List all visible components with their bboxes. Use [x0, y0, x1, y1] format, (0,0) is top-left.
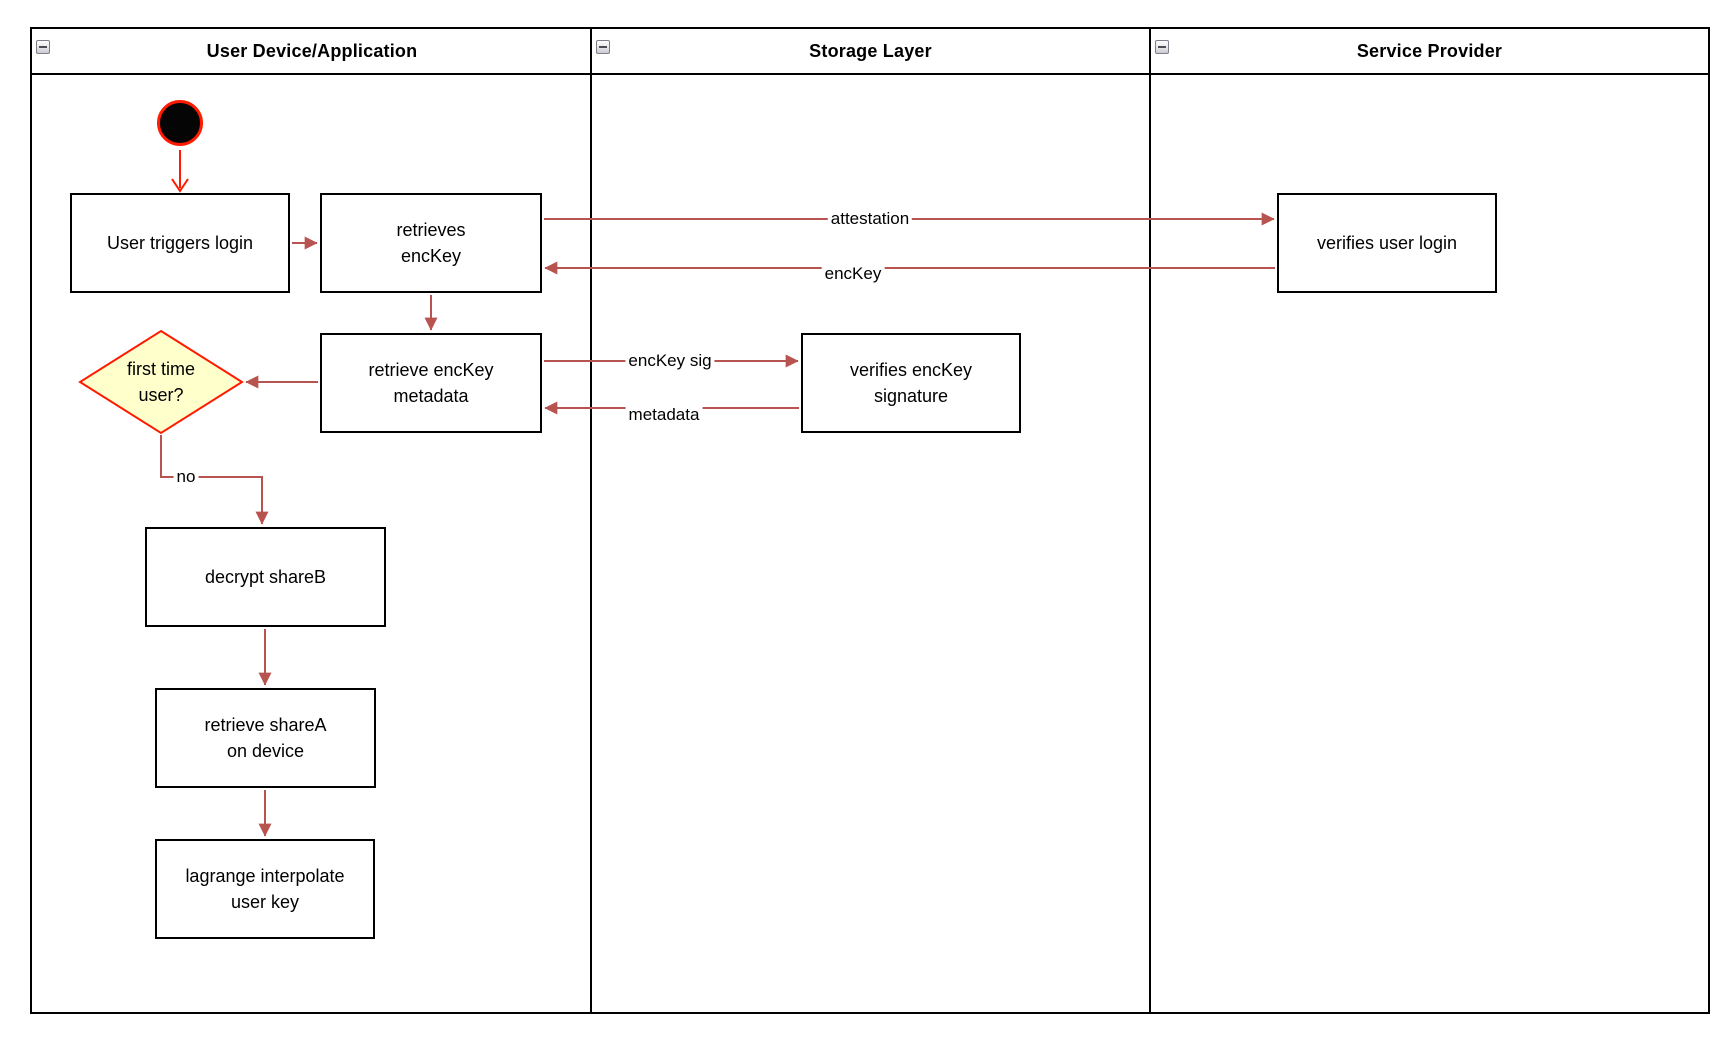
edge-label-no: no: [173, 466, 199, 488]
lane-header-user-device: User Device/Application: [32, 29, 592, 73]
node-verifies-user-login: verifies user login: [1277, 193, 1497, 293]
node-verifies-enckey-signature: verifies encKey signature: [801, 333, 1021, 433]
node-lagrange-interpolate-user-key: lagrange interpolate user key: [155, 839, 375, 939]
node-label: verifies user login: [1316, 233, 1458, 253]
lane-title: Storage Layer: [809, 40, 932, 61]
collapse-minus-icon[interactable]: [36, 40, 50, 54]
initial-node: [157, 100, 203, 146]
minus-glyph: [599, 46, 607, 48]
node-user-triggers-login: User triggers login: [70, 193, 290, 293]
edge-label-enckey: encKey: [821, 263, 885, 285]
lane-divider: [1149, 29, 1151, 1012]
node-label: retrieve shareA on device: [204, 715, 327, 761]
node-label: verifies encKey signature: [849, 360, 973, 406]
lane-title: User Device/Application: [206, 40, 418, 61]
node-label: decrypt shareB: [204, 567, 327, 587]
node-label: retrieves encKey: [396, 220, 466, 266]
minus-glyph: [39, 46, 47, 48]
minus-glyph: [1158, 46, 1166, 48]
collapse-minus-icon[interactable]: [1155, 40, 1169, 54]
lane-header-storage-layer: Storage Layer: [592, 29, 1149, 73]
node-label: lagrange interpolate user key: [185, 866, 345, 912]
node-retrieve-sharea-on-device: retrieve shareA on device: [155, 688, 376, 788]
lane-header-service-provider: Service Provider: [1151, 29, 1708, 73]
header-divider: [32, 73, 1708, 75]
collapse-minus-icon[interactable]: [596, 40, 610, 54]
node-decrypt-shareb: decrypt shareB: [145, 527, 386, 627]
node-retrieves-enckey: retrieves encKey: [320, 193, 542, 293]
node-first-time-user-label: first time user?: [126, 359, 195, 405]
node-label: User triggers login: [106, 233, 254, 253]
edge-label-enckey-sig: encKey sig: [625, 350, 715, 372]
edge-label-attestation: attestation: [827, 208, 913, 230]
node-retrieve-enckey-metadata: retrieve encKey metadata: [320, 333, 542, 433]
node-label: retrieve encKey metadata: [368, 360, 494, 406]
lane-divider: [590, 29, 592, 1012]
lane-title: Service Provider: [1356, 40, 1503, 61]
edge-label-metadata: metadata: [625, 404, 703, 426]
